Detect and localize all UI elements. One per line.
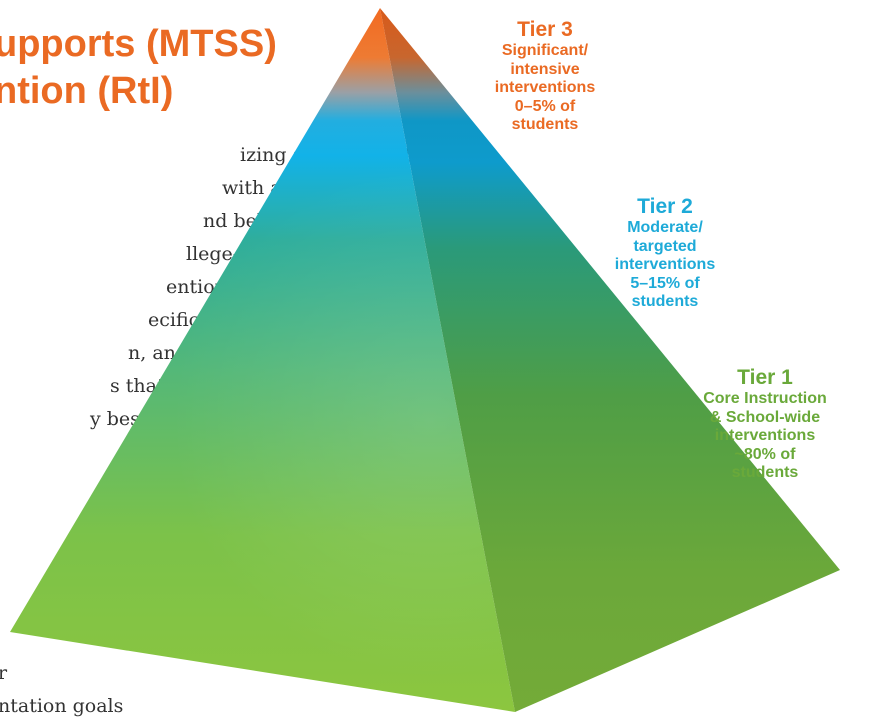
tier-1-line-5: students — [731, 464, 799, 481]
tier-1-line-2: & School-wide — [709, 408, 821, 426]
body-line-8: s that — [110, 375, 165, 397]
body-line-9: y best — [90, 408, 148, 430]
tier-2-line-4: 5–15% of — [630, 274, 700, 292]
tier-2-label: Tier 2 Moderate/ targeted interventions … — [590, 195, 740, 312]
tier-3-line-5: students — [511, 116, 579, 133]
tier-1-line-1: Core Instruction — [703, 390, 827, 407]
tier-3-line-3: interventions — [494, 79, 596, 96]
body-line-10: r — [0, 662, 8, 684]
tier-1-line-3: interventions — [714, 427, 816, 444]
heading-line-1: upports (MTSS) — [0, 23, 277, 65]
tier-1-label: Tier 1 Core Instruction & School-wide in… — [690, 366, 840, 483]
tier-2-line-1: Moderate/ — [627, 219, 703, 236]
body-line-11: ntation goals — [0, 695, 124, 717]
pyramid-side-face — [380, 8, 840, 712]
body-line-5: ention — [166, 276, 227, 298]
tier-3-line-2: intensive — [510, 60, 580, 78]
tier-3-line-1: Significant/ — [501, 42, 589, 59]
tier-3-title: Tier 3 — [517, 18, 573, 41]
tier-3-line-4: 0–5% of — [514, 97, 576, 115]
tier-3-label: Tier 3 Significant/ intensive interventi… — [470, 18, 620, 135]
tier-2-line-2: targeted — [633, 237, 697, 255]
tier-2-title: Tier 2 — [637, 195, 693, 218]
tier-1-title: Tier 1 — [737, 366, 793, 389]
heading-line-2: ntion (RtI) — [0, 70, 174, 112]
tier-2-line-5: students — [631, 293, 699, 310]
pyramid-highlight — [10, 8, 515, 712]
tier-1-line-4: ~80% of — [734, 445, 796, 463]
tier-2-line-3: interventions — [614, 256, 716, 273]
